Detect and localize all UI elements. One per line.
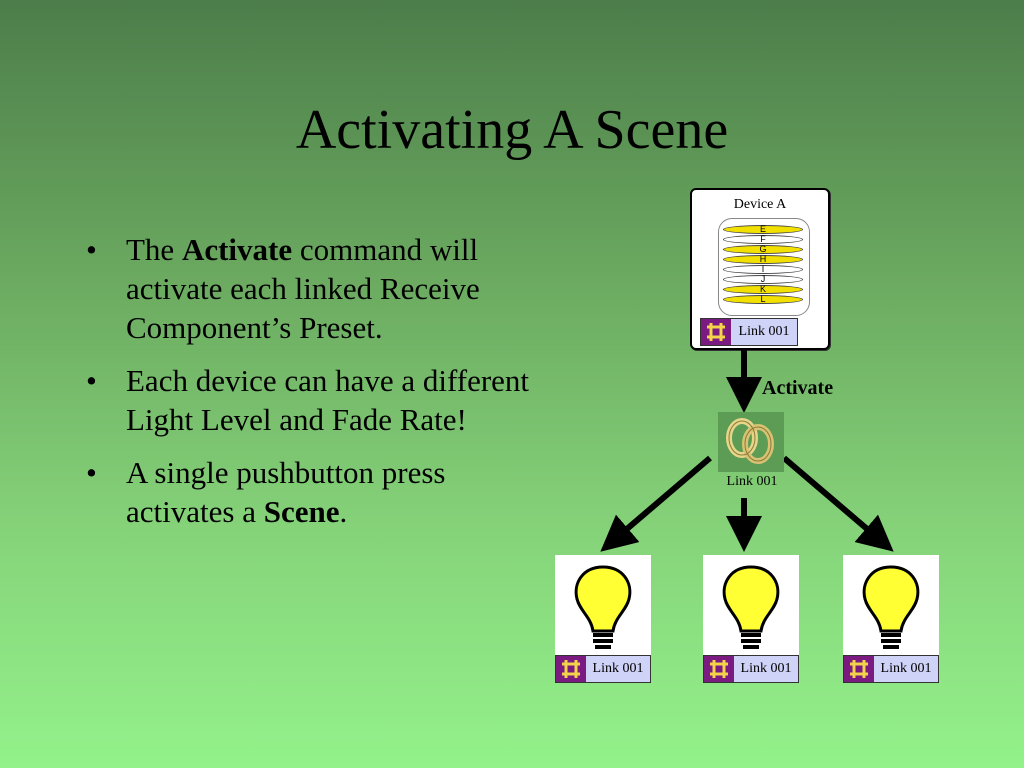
bulb-link-label: Link 001 xyxy=(592,661,644,676)
bullet-item: • The Activate command will activate eac… xyxy=(86,230,546,347)
bullet-text: Each device can have a different Light L… xyxy=(126,363,530,438)
light-bulb-icon xyxy=(722,565,780,649)
bullet-item: • A single pushbutton press activates a … xyxy=(86,453,546,531)
key-k: K xyxy=(723,285,803,294)
key-i: I xyxy=(723,265,803,274)
bullet-dot: • xyxy=(86,232,97,267)
bulb-card: 100% Link 001 xyxy=(703,555,799,683)
link-logo-icon xyxy=(701,319,731,345)
bullet-text: A single pushbutton press activates a xyxy=(126,455,446,530)
bullet-text: . xyxy=(339,494,348,530)
link-caption: Link 001 xyxy=(726,474,778,489)
device-title: Device A xyxy=(733,197,787,212)
bulb-link-badge: Link 001 xyxy=(555,655,651,683)
bullet-bold: Activate xyxy=(181,232,293,267)
chain-link-icon xyxy=(718,412,784,472)
keypad: E F G H I J K L xyxy=(718,218,810,316)
key-f: F xyxy=(723,235,803,244)
bullet-list: • The Activate command will activate eac… xyxy=(86,230,546,545)
link-logo-icon xyxy=(844,656,874,682)
key-h: H xyxy=(723,255,803,264)
bulb-link-badge: Link 001 xyxy=(843,655,939,683)
key-l: L xyxy=(723,295,803,304)
bulb-link-badge: Link 001 xyxy=(703,655,799,683)
bullet-item: • Each device can have a different Light… xyxy=(86,361,546,439)
bullet-text: The xyxy=(126,232,182,267)
key-e: E xyxy=(723,225,803,234)
key-g: G xyxy=(723,245,803,254)
bulb-link-label: Link 001 xyxy=(740,661,792,676)
link-logo-icon xyxy=(556,656,586,682)
activate-label: Activate xyxy=(762,377,834,399)
arrow-right xyxy=(782,455,894,552)
light-bulb-icon xyxy=(862,565,920,649)
bullet-bold: Scene xyxy=(263,494,340,530)
bulb-link-label: Link 001 xyxy=(880,661,932,676)
device-link-badge: Link 001 xyxy=(700,318,798,346)
light-bulb-icon xyxy=(574,565,632,649)
bullet-text: command will activate each linked Receiv… xyxy=(126,232,480,346)
slide-title: Activating A Scene xyxy=(295,99,729,161)
arrow-left xyxy=(600,455,712,552)
bulb-card: 0% Link 001 xyxy=(843,555,939,683)
device-a-box: Device A E F G H I J K L Link 001 xyxy=(690,188,830,350)
bulb-card: 50% Link 001 xyxy=(555,555,651,683)
key-j: J xyxy=(723,275,803,284)
bullet-dot: • xyxy=(86,363,97,399)
link-logo-icon xyxy=(704,656,734,682)
device-link-label: Link 001 xyxy=(738,324,790,339)
bullet-dot: • xyxy=(86,455,97,491)
